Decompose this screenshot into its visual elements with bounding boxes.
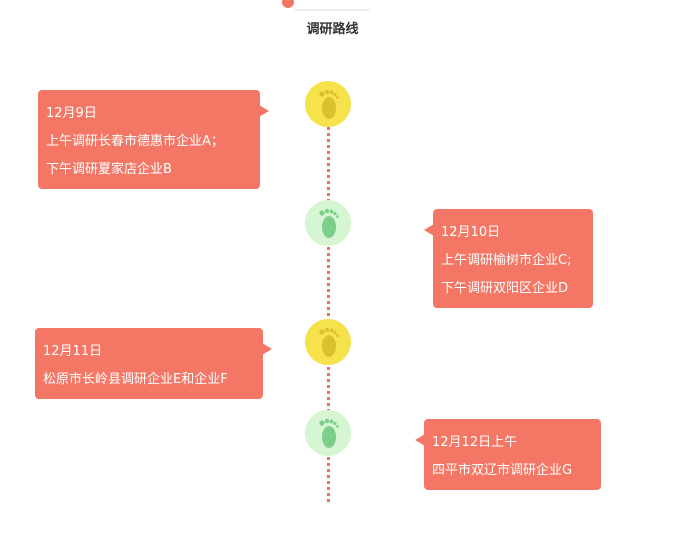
timeline-line (327, 122, 330, 502)
footprint-marker-3 (305, 319, 351, 365)
card-pointer (259, 105, 269, 117)
schedule-card-dec-12: 12月12日上午 四平市双辽市调研企业G (415, 419, 601, 490)
card-line: 上午调研长春市德惠市企业A； (46, 134, 224, 149)
card-line: 松原市长岭县调研企业E和企业F (43, 372, 228, 387)
card-date: 12月9日 (46, 106, 97, 121)
schedule-card-dec-10: 12月10日 上午调研榆树市企业C; 下午调研双阳区企业D (424, 209, 593, 308)
schedule-card-dec-9: 12月9日 上午调研长春市德惠市企业A； 下午调研夏家店企业B (38, 90, 269, 189)
footprint-icon (319, 327, 339, 357)
card-line: 四平市双辽市调研企业G (432, 463, 573, 478)
card-line: 下午调研夏家店企业B (46, 162, 172, 177)
card-date: 12月11日 (43, 344, 103, 359)
schedule-card-dec-11: 12月11日 松原市长岭县调研企业E和企业F (35, 328, 272, 399)
page-title: 调研路线 (306, 22, 359, 37)
card-line: 下午调研双阳区企业D (441, 281, 569, 296)
top-ornament (282, 0, 370, 11)
footprint-icon (319, 89, 339, 119)
footprint-icon (319, 418, 339, 448)
footprint-marker-1 (305, 81, 351, 127)
card-date: 12月10日 (441, 225, 501, 240)
card-line: 上午调研榆树市企业C; (441, 253, 572, 268)
footprint-marker-2 (305, 200, 351, 246)
footprint-marker-4 (305, 410, 351, 456)
card-pointer (424, 224, 434, 236)
card-pointer (415, 434, 425, 446)
card-pointer (262, 343, 272, 355)
card-date: 12月12日上午 (432, 435, 518, 450)
footprint-icon (319, 208, 339, 238)
